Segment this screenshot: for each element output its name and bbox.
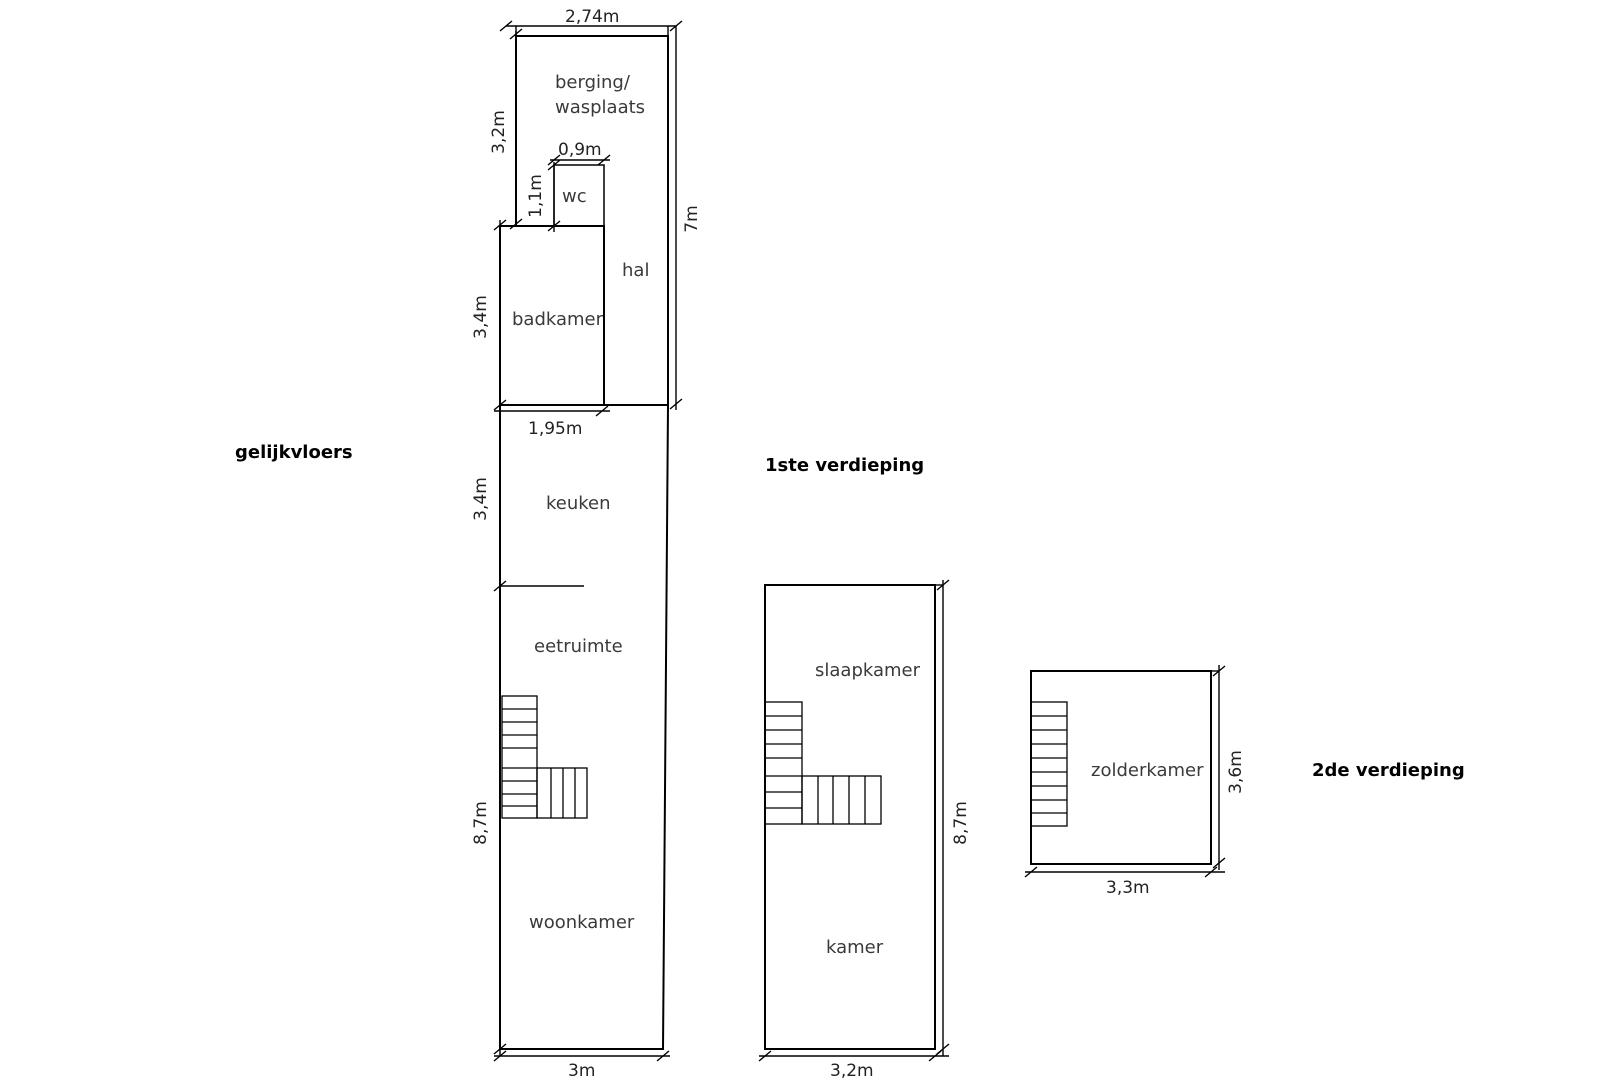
dim-label-ground-width: 3m — [568, 1061, 595, 1080]
dim-label-berging-depth: 3,2m — [489, 110, 509, 154]
dimension-lines — [493, 20, 1226, 1062]
room-label-slaapkamer: slaapkamer — [815, 660, 921, 681]
stair-flight-vertical — [501, 695, 538, 819]
floor-label-first: 1ste verdieping — [765, 455, 924, 476]
room-label-zolderkamer: zolderkamer — [1091, 760, 1204, 781]
dim-label-annex-width: 2,74m — [565, 7, 619, 27]
dim-label-badkamer-depth: 3,4m — [471, 295, 491, 339]
dim-label-ground-depth: 8,7m — [471, 801, 491, 845]
stair-flight-vertical — [1030, 701, 1068, 827]
room-label-kamer: kamer — [826, 937, 884, 958]
room-label-wc: wc — [562, 186, 587, 207]
dim-label-first-depth: 8,7m — [951, 801, 971, 845]
first-stairs — [764, 701, 882, 825]
dim-label-first-width: 3,2m — [830, 1061, 874, 1080]
dim-label-badkamer-width: 1,95m — [528, 419, 582, 439]
dim-label-attic-width: 3,3m — [1106, 878, 1150, 898]
first-floor-wall — [764, 584, 936, 1050]
dim-label-annex-depth: 7m — [682, 205, 702, 232]
ground-stairs — [501, 695, 588, 819]
dim-label-attic-depth: 3,6m — [1226, 750, 1246, 794]
second-floor — [1030, 670, 1212, 865]
stair-flight-horizontal — [536, 767, 588, 819]
room-label-woonkamer: woonkamer — [529, 912, 635, 933]
room-label-wasplaats: wasplaats — [555, 97, 645, 118]
room-label-badkamer: badkamer — [512, 309, 604, 330]
stair-flight-horizontal — [801, 775, 882, 825]
room-label-keuken: keuken — [546, 493, 611, 514]
stair-flight-vertical — [764, 701, 803, 825]
dim-label-keuken-depth: 3,4m — [471, 477, 491, 521]
attic-stairs — [1030, 701, 1068, 827]
room-label-hal: hal — [622, 260, 649, 281]
dim-label-wc-width: 0,9m — [558, 140, 602, 160]
room-label-eetruimte: eetruimte — [534, 636, 623, 657]
floor-label-ground: gelijkvloers — [235, 442, 353, 463]
dim-label-wc-depth: 1,1m — [526, 174, 546, 218]
first-floor — [764, 584, 936, 1050]
floor-label-second: 2de verdieping — [1312, 760, 1465, 781]
room-label-berging: berging/ — [555, 72, 631, 93]
